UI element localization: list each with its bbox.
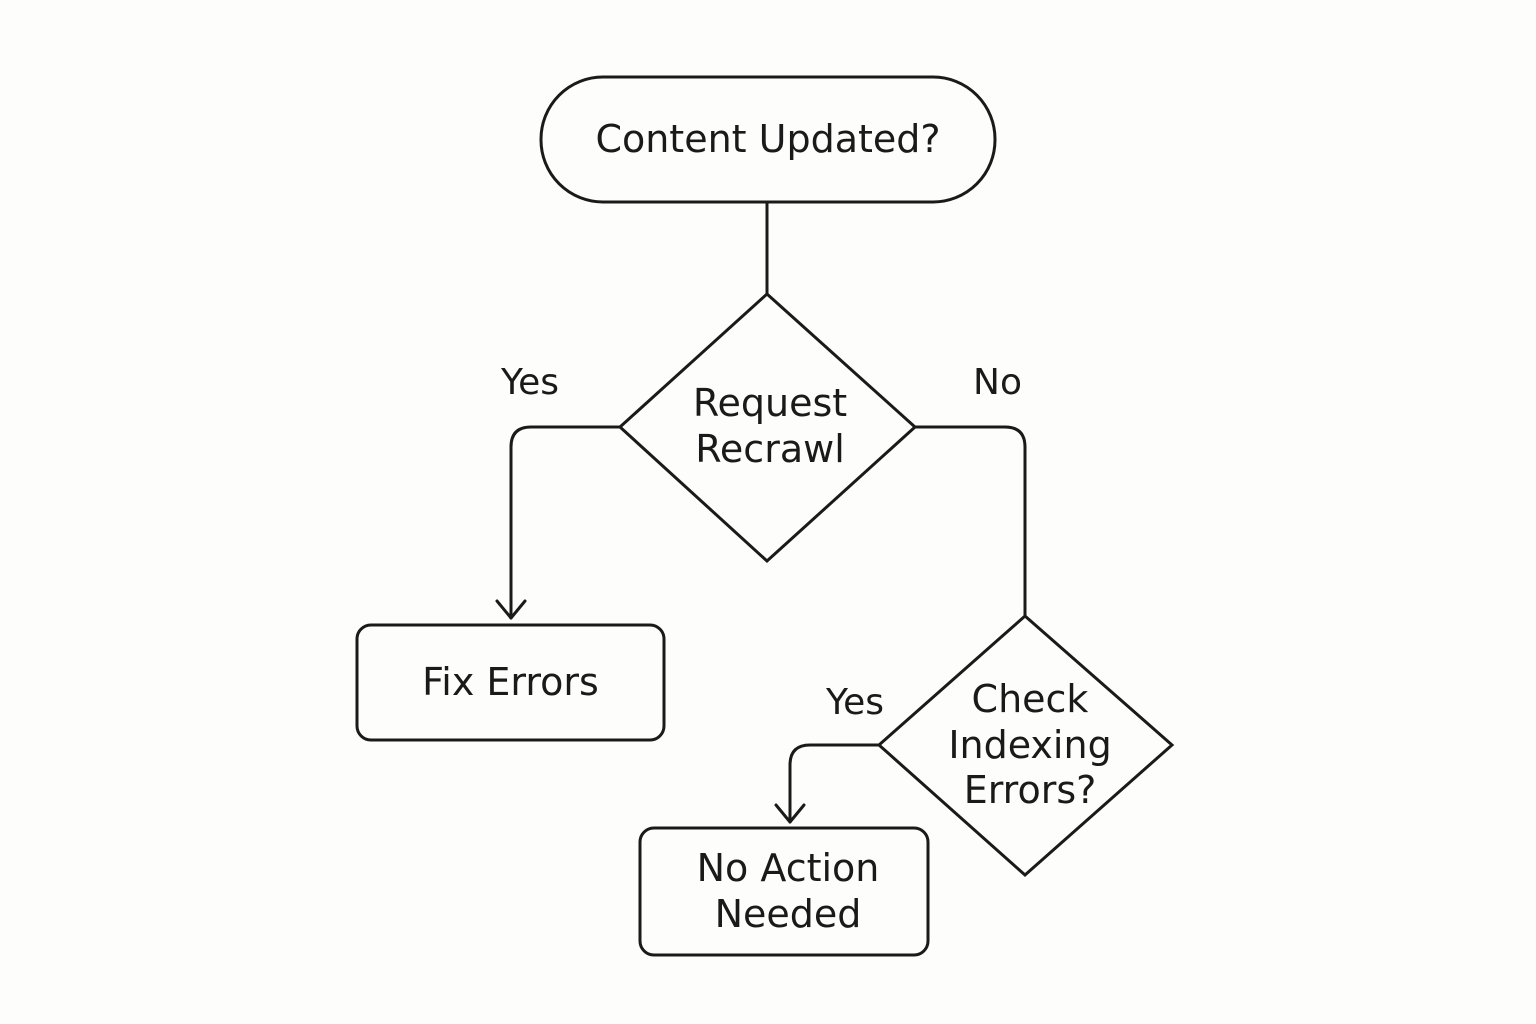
- indexing-decision-shape: [876, 614, 1175, 878]
- fix-errors-box-shape: [355, 623, 666, 742]
- edge-indexing-yes: [788, 743, 881, 824]
- fix-errors-label: Fix Errors: [422, 659, 599, 704]
- recrawl-decision-label: Request Recrawl: [692, 381, 848, 471]
- arrowhead-no-action: [774, 803, 806, 824]
- edge-recrawl-no: [913, 425, 1027, 618]
- no-action-box-shape: [638, 826, 930, 957]
- edge-label-recrawl-yes: Yes: [500, 362, 560, 404]
- edge-label-indexing-yes: Yes: [825, 682, 885, 724]
- recrawl-decision-shape: [617, 291, 918, 564]
- edge-recrawl-yes: [509, 425, 622, 620]
- edge-label-recrawl-no: No: [973, 362, 1022, 404]
- start-terminal-label: Content Updated?: [595, 116, 941, 161]
- indexing-decision-label: Check Indexing Errors?: [948, 677, 1112, 813]
- arrowhead-fix-errors: [495, 599, 527, 620]
- no-action-label: No Action Needed: [696, 845, 880, 936]
